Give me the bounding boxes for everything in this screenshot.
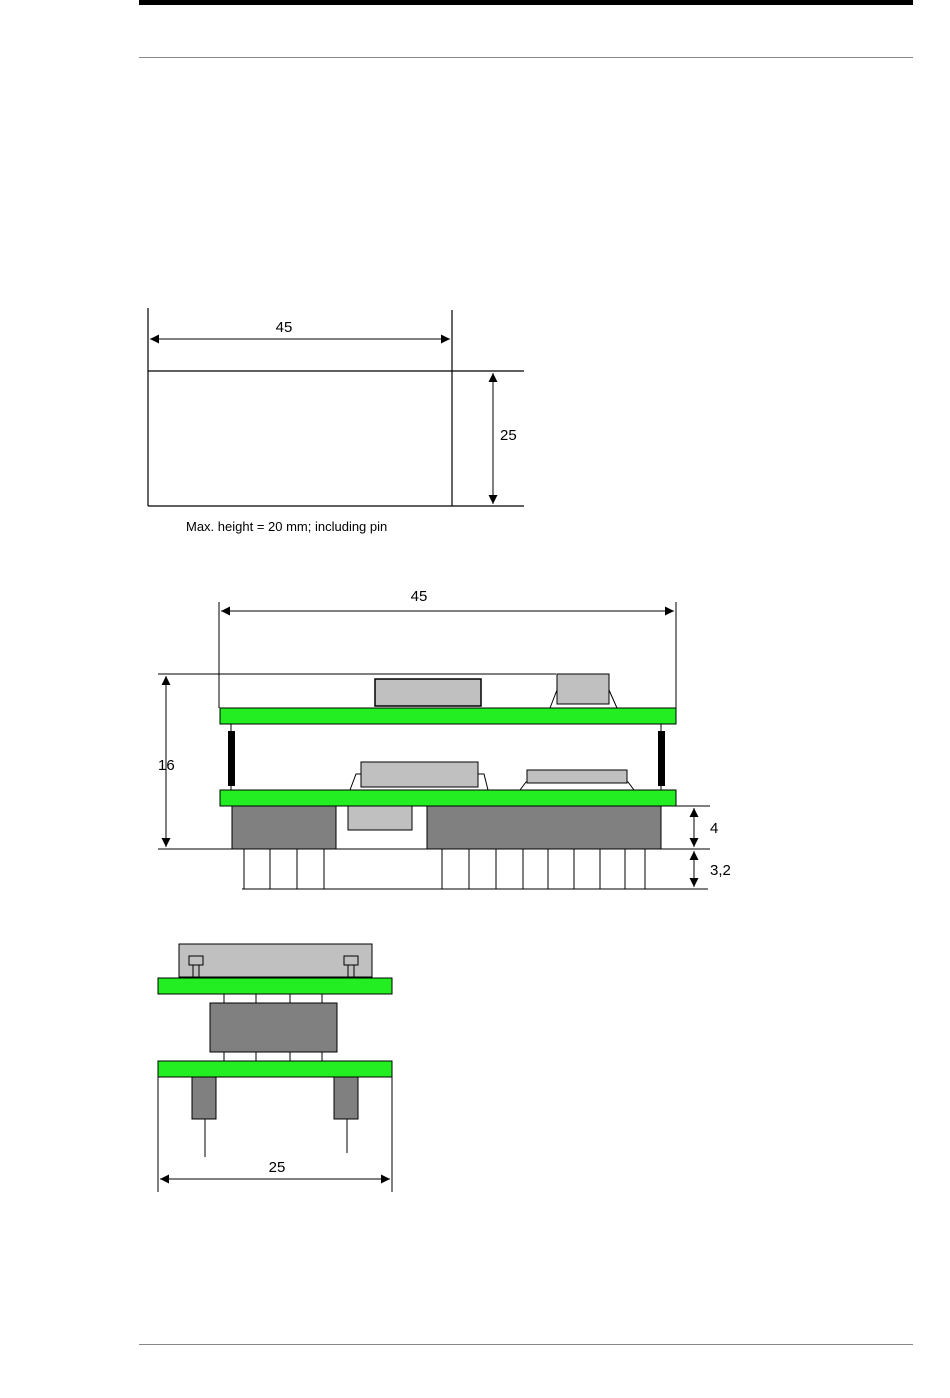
- top-view-height-label: 25: [500, 427, 517, 444]
- connector-pins: [244, 849, 645, 889]
- end-view-left-connector: [192, 1077, 216, 1119]
- max-height-note: Max. height = 20 mm; including pin: [186, 519, 387, 534]
- end-view-lower-pins: [224, 1052, 322, 1061]
- end-view-top-component: [179, 944, 372, 977]
- end-view-top-pcb: [158, 978, 392, 994]
- bottom-pcb: [220, 790, 676, 806]
- top-board-small-chip: [557, 674, 609, 704]
- left-connector-block: [232, 806, 336, 849]
- side-view: 45 16 4 3,2: [158, 588, 731, 889]
- side-view-width-label: 45: [411, 588, 428, 605]
- underside-chip: [348, 806, 412, 830]
- top-view-width-label: 45: [276, 319, 293, 336]
- side-view-gap-label: 4: [710, 820, 718, 837]
- side-view-pin-label: 3,2: [710, 862, 731, 879]
- bottom-board-chip: [361, 762, 478, 787]
- top-board-chip: [375, 679, 481, 706]
- end-view-right-connector: [334, 1077, 358, 1119]
- right-connector-block: [427, 806, 661, 849]
- side-view-height-label: 16: [158, 757, 175, 774]
- top-view: 45 25 Max. height = 20 mm; including pin: [148, 308, 524, 534]
- top-view-outline: [148, 308, 524, 506]
- top-pcb: [220, 708, 676, 724]
- end-view: 25: [158, 944, 392, 1192]
- end-view-middle-block: [210, 1003, 337, 1052]
- bottom-board-flat-chip: [527, 770, 627, 783]
- end-view-upper-pins: [224, 994, 322, 1003]
- end-view-width-label: 25: [269, 1159, 286, 1176]
- end-view-bottom-pcb: [158, 1061, 392, 1077]
